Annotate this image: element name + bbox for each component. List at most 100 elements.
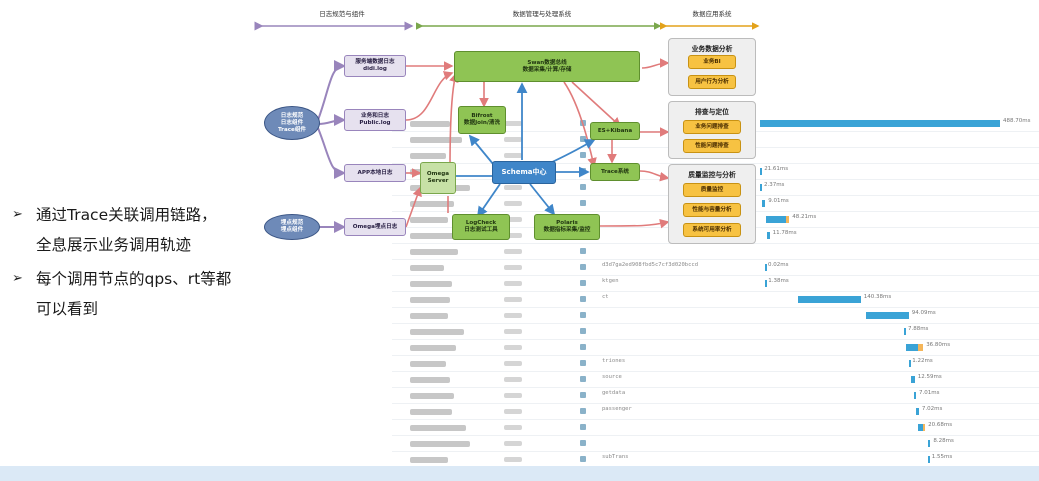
trace-span-duration: 12.59ms — [917, 374, 942, 380]
trace-log-icon[interactable] — [580, 408, 586, 414]
trace-service-name-blurred — [410, 281, 452, 287]
trace-span-bar[interactable] — [904, 328, 906, 335]
trace-service-name-blurred — [410, 201, 454, 207]
trace-host-blurred — [504, 185, 522, 190]
trace-span-bar[interactable] — [762, 200, 766, 207]
app-item-business-issue: 业务问题排查 — [683, 120, 741, 134]
trace-log-icon[interactable] — [580, 456, 586, 462]
trace-log-icon[interactable] — [580, 328, 586, 334]
trace-span-bar[interactable] — [916, 408, 919, 415]
trace-host-blurred — [504, 441, 522, 446]
trace-service-name-blurred — [410, 217, 448, 223]
source-log-components: 日志规范 日志组件 Trace组件 — [264, 106, 320, 140]
trace-host-blurred — [504, 297, 522, 302]
trace-log-icon[interactable] — [580, 440, 586, 446]
trace-span-duration: 7.88ms — [907, 326, 929, 332]
trace-log-icon[interactable] — [580, 248, 586, 254]
trace-span-bar[interactable] — [767, 232, 770, 239]
trace-service-name-blurred — [410, 393, 454, 399]
trace-log-icon[interactable] — [580, 280, 586, 286]
trace-span-bar[interactable] — [918, 424, 924, 431]
trace-service-name-blurred — [410, 121, 450, 127]
trace-span-duration: 48.21ms — [792, 214, 817, 220]
trace-log-icon[interactable] — [580, 152, 586, 158]
bullet-arrow-icon: ➢ — [12, 207, 23, 222]
trace-log-icon[interactable] — [580, 184, 586, 190]
trace-service-name-blurred — [410, 457, 448, 463]
trace-span-bar[interactable] — [865, 312, 909, 319]
schema-center: Schema中心 — [492, 161, 556, 184]
app-item-capacity-analysis: 性能与容量分析 — [683, 203, 741, 217]
trace-log-icon[interactable] — [580, 376, 586, 382]
bullet-item: ➢ 通过Trace关联调用链路，全息展示业务调用轨迹 — [12, 200, 232, 260]
bullet-item: ➢ 每个调用节点的qps、rt等都可以看到 — [12, 264, 232, 324]
trace-log-icon[interactable] — [580, 360, 586, 366]
trace-span-bar[interactable] — [908, 360, 911, 367]
trace-span-bar[interactable] — [764, 264, 767, 271]
trace-span-bar[interactable] — [911, 376, 915, 383]
trace-span-bar[interactable] — [766, 216, 787, 223]
trace-row-divider — [392, 403, 1039, 404]
trace-row[interactable]: 94.09ms — [392, 308, 1039, 324]
trace-host-blurred — [504, 121, 522, 126]
trace-span-bar[interactable] — [913, 392, 916, 399]
log-app-local: APP本地日志 — [344, 164, 406, 182]
trace-span-bar[interactable] — [928, 456, 930, 463]
trace-row[interactable]: 7.88ms — [392, 324, 1039, 340]
trace-span-bar[interactable] — [760, 120, 1000, 127]
trace-host-blurred — [504, 393, 522, 398]
trace-log-icon[interactable] — [580, 296, 586, 302]
trace-host-blurred — [504, 249, 522, 254]
app-panel-title: 业务数据分析 — [691, 45, 733, 53]
trace-log-icon[interactable] — [580, 344, 586, 350]
trace-row[interactable]: 8.28ms — [392, 436, 1039, 452]
trace-host-blurred — [504, 425, 522, 430]
trace-span-bar[interactable] — [764, 280, 767, 287]
trace-row[interactable] — [392, 148, 1039, 164]
bullet-arrow-icon: ➢ — [12, 271, 23, 286]
trace-log-icon[interactable] — [580, 424, 586, 430]
trace-log-icon[interactable] — [580, 264, 586, 270]
trace-operation: passenger — [602, 406, 632, 412]
trace-row[interactable] — [392, 244, 1039, 260]
omega-server: Omega Server — [420, 162, 456, 194]
bullet-list: ➢ 通过Trace关联调用链路，全息展示业务调用轨迹 ➢ 每个调用节点的qps、… — [12, 200, 232, 328]
trace-log-icon[interactable] — [580, 200, 586, 206]
logcheck-tool: LogCheck 日志测试工具 — [452, 214, 510, 240]
trace-log-icon[interactable] — [580, 312, 586, 318]
trace-row[interactable]: 9.01ms — [392, 196, 1039, 212]
trace-span-bar[interactable] — [760, 184, 762, 191]
app-panel-title: 质量监控与分析 — [688, 171, 736, 179]
trace-host-blurred — [504, 345, 522, 350]
trace-row[interactable]: 20.68ms — [392, 420, 1039, 436]
trace-service-name-blurred — [410, 297, 450, 303]
trace-row-divider — [392, 355, 1039, 356]
trace-service-name-blurred — [410, 265, 444, 271]
trace-span-bar[interactable] — [906, 344, 919, 351]
trace-host-blurred — [504, 137, 522, 142]
trace-log-icon[interactable] — [580, 392, 586, 398]
trace-span-bar[interactable] — [760, 168, 762, 175]
trace-row[interactable]: 36.80ms — [392, 340, 1039, 356]
trace-row-divider — [392, 339, 1039, 340]
trace-service-name-blurred — [410, 329, 464, 335]
trace-service-name-blurred — [410, 313, 448, 319]
trace-host-blurred — [504, 313, 522, 318]
app-panel-troubleshooting: 排查与定位 业务问题排查 性能问题排查 — [668, 101, 756, 159]
trace-span-bar[interactable] — [798, 296, 861, 303]
trace-host-blurred — [504, 457, 522, 462]
trace-row-divider — [392, 323, 1039, 324]
trace-log-icon[interactable] — [580, 136, 586, 142]
trace-operation: triones — [602, 358, 626, 364]
trace-operation: ktgen — [602, 278, 619, 284]
trace-row[interactable] — [392, 132, 1039, 148]
trace-span-bar[interactable] — [928, 440, 931, 447]
